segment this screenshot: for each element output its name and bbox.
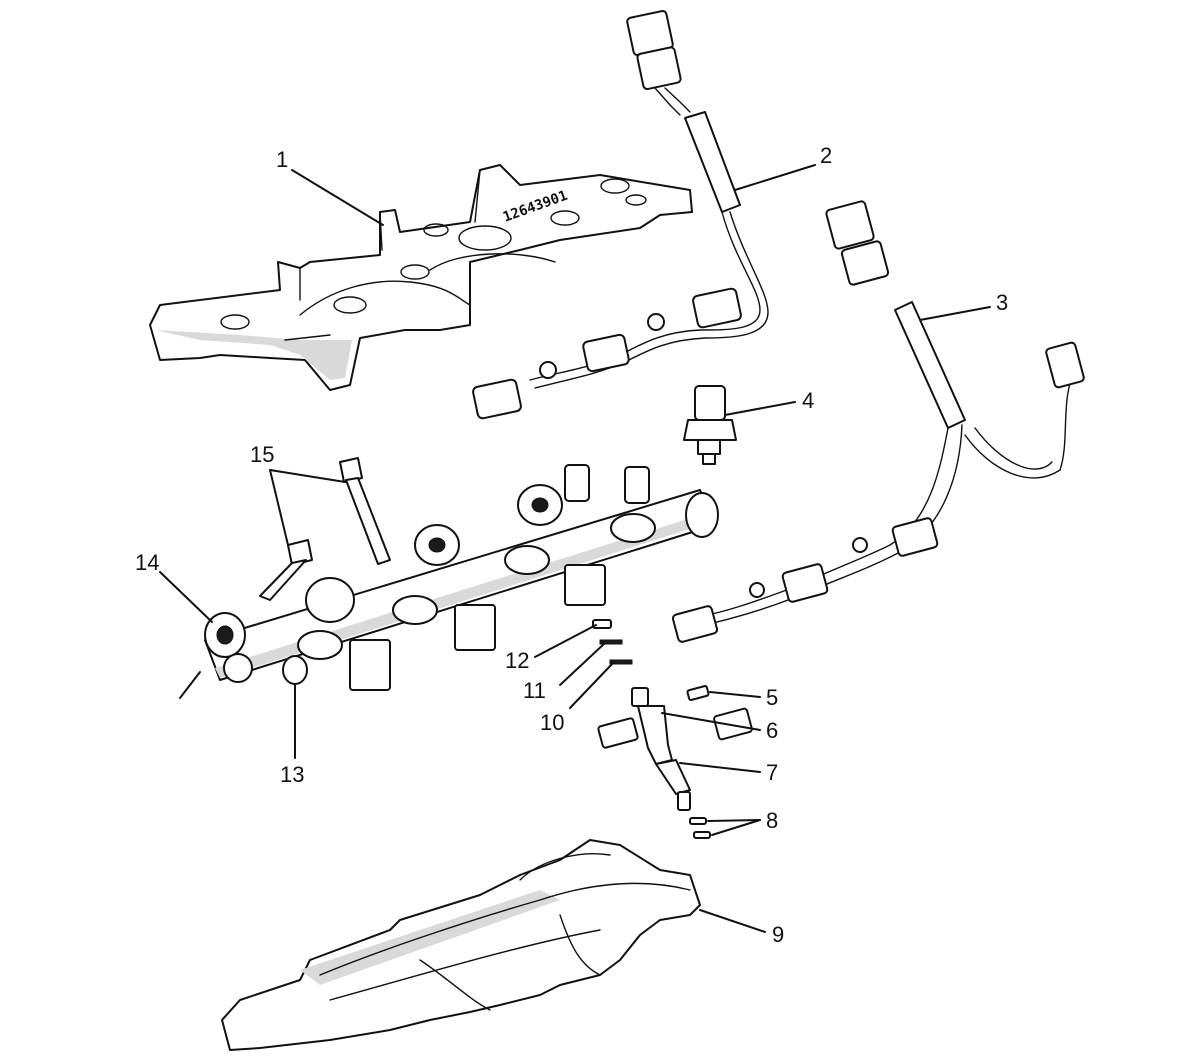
callout-3: 3	[996, 290, 1008, 315]
leader-5	[709, 691, 761, 698]
ring-10	[609, 659, 633, 665]
callout-14: 14	[135, 550, 159, 575]
fuel-pressure-sensor	[683, 385, 737, 465]
leader-8b	[711, 819, 761, 836]
lower-cover	[221, 839, 701, 1051]
ring-11	[599, 639, 623, 645]
callout-7: 7	[766, 760, 778, 785]
leader-9	[699, 909, 766, 933]
wiring-harness-right	[671, 200, 1085, 643]
callout-1: 1	[276, 147, 288, 172]
leader-2	[734, 164, 816, 191]
injector-stack	[592, 619, 753, 839]
leader-10	[569, 662, 614, 709]
callout-4: 4	[802, 388, 814, 413]
rail-bolts	[259, 457, 391, 601]
callout-2: 2	[820, 143, 832, 168]
leader-3	[919, 306, 991, 321]
clip-5	[686, 685, 710, 701]
wiring-harness-left	[472, 10, 769, 420]
leader-15a	[269, 469, 346, 483]
callout-15: 15	[250, 442, 274, 467]
leader-15b	[269, 469, 289, 546]
callout-12: 12	[505, 648, 529, 673]
callout-11: 11	[523, 678, 546, 703]
leader-7	[679, 762, 761, 773]
callout-8: 8	[766, 808, 778, 833]
leader-8a	[707, 819, 761, 822]
fuel-rail	[204, 464, 719, 691]
callout-9: 9	[772, 922, 784, 947]
leader-6	[661, 712, 761, 731]
callout-6: 6	[766, 718, 778, 743]
callout-13: 13	[280, 762, 304, 787]
leader-12	[534, 624, 597, 658]
leader-14	[159, 571, 213, 623]
seal-12	[592, 619, 612, 629]
gasket-plate: 12643901	[149, 164, 693, 391]
leader-4	[724, 401, 796, 416]
leader-11	[559, 642, 606, 686]
leader-1	[291, 169, 384, 226]
callout-5: 5	[766, 685, 778, 710]
callout-labels: 1 2 3 4 5 6 7 8 9 10 11 12 13 14 15	[135, 143, 1008, 947]
clip-6	[713, 707, 753, 741]
callout-10: 10	[540, 710, 564, 735]
leader-lines	[159, 164, 991, 933]
